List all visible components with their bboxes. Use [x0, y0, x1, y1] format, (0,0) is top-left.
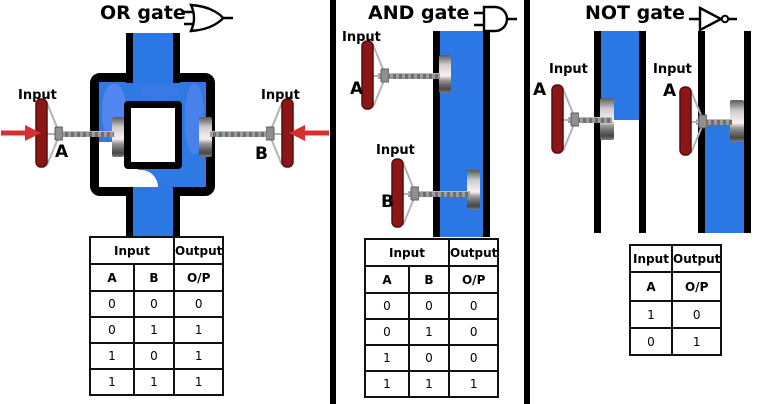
truth-cell: 0: [364, 292, 410, 320]
valve-handle-icon: [266, 98, 294, 168]
truth-cell: 0: [629, 327, 673, 356]
and-piston-a: [439, 55, 451, 93]
truth-cell: 1: [133, 316, 175, 344]
panel-divider: [524, 0, 530, 404]
table-header-output: Output: [670, 244, 723, 273]
and-letter-b: B: [381, 192, 394, 212]
or-gate-title: OR gate: [100, 2, 186, 24]
not-gate-title: NOT gate: [585, 2, 686, 24]
truth-cell: 0: [172, 290, 225, 318]
truth-cell: 1: [670, 327, 723, 356]
col-header-op: O/P: [447, 265, 500, 294]
truth-cell: 0: [447, 292, 500, 320]
and-input-a-label: Input: [342, 30, 381, 45]
air-pocket: [138, 170, 158, 187]
not-right-pipe-wall: [698, 31, 705, 233]
truth-cell: 1: [89, 368, 135, 396]
truth-cell: 0: [89, 316, 135, 344]
col-header-a: A: [629, 271, 673, 302]
not-left-pipe-wall: [594, 31, 601, 233]
valve-handle-icon: [35, 98, 63, 168]
table-header-output: Output: [172, 236, 225, 265]
or-gate-symbol-icon: [184, 3, 233, 33]
truth-cell: 0: [133, 342, 175, 370]
not-right-rod: [696, 119, 732, 125]
flow-arrow-icon: [1, 125, 41, 141]
not-left-pipe-wall: [639, 31, 646, 233]
truth-cell: 1: [172, 316, 225, 344]
col-header-a: A: [89, 263, 135, 292]
or-piston-a: [112, 117, 124, 157]
flow-arrow-icon: [289, 125, 329, 141]
water-highlight: [140, 84, 180, 98]
valve-handle-icon: [361, 40, 389, 110]
or-letter-b: B: [255, 144, 268, 164]
and-gate-symbol-icon: [474, 5, 517, 33]
not-left-input-label: Input: [549, 62, 588, 77]
col-header-op: O/P: [670, 271, 723, 302]
and-pipe-wall: [483, 31, 490, 237]
col-header-b: B: [408, 265, 450, 294]
or-top-pipe-water: [133, 33, 173, 83]
or-rod-a: [56, 131, 114, 137]
not-right-letter-a: A: [663, 81, 677, 101]
not-truth-table: Input Output A O/P 1 0 0 1: [629, 244, 723, 356]
or-input-a-label: Input: [18, 88, 57, 103]
or-input-b-label: Input: [261, 88, 300, 103]
not-left-rod: [568, 117, 612, 123]
not-right-pipe-wall: [744, 31, 751, 233]
col-header-b: B: [133, 263, 175, 292]
panel-divider: [330, 0, 336, 404]
and-letter-a: A: [350, 79, 364, 99]
and-pipe-wall: [433, 31, 440, 237]
truth-cell: 0: [670, 300, 723, 329]
truth-cell: 1: [629, 300, 673, 329]
not-right-piston: [730, 100, 744, 142]
or-bottom-pipe-water: [133, 185, 173, 237]
not-left-letter-a: A: [533, 80, 547, 100]
truth-cell: 0: [408, 344, 450, 372]
truth-cell: 1: [408, 318, 450, 346]
truth-cell: 1: [172, 368, 225, 396]
col-header-op: O/P: [172, 263, 225, 292]
table-header-input: Input: [89, 236, 175, 265]
truth-cell: 0: [89, 290, 135, 318]
truth-cell: 0: [133, 290, 175, 318]
table-header-input: Input: [364, 238, 450, 267]
or-gate-block: [124, 101, 182, 169]
truth-cell: 0: [364, 318, 410, 346]
or-top-pipe-wall: [173, 33, 180, 83]
col-header-a: A: [364, 265, 410, 294]
truth-cell: 0: [447, 318, 500, 346]
truth-cell: 1: [408, 370, 450, 398]
truth-cell: 1: [447, 370, 500, 398]
truth-cell: 1: [89, 342, 135, 370]
truth-cell: 1: [364, 370, 410, 398]
and-rod-b: [408, 191, 470, 197]
valve-handle-icon: [679, 86, 707, 156]
truth-cell: 1: [133, 368, 175, 396]
truth-cell: 0: [447, 344, 500, 372]
or-letter-a: A: [55, 142, 69, 162]
and-piston-b: [467, 170, 480, 210]
or-bottom-pipe-wall: [173, 187, 180, 237]
truth-cell: 1: [364, 344, 410, 372]
table-header-input: Input: [629, 244, 673, 273]
or-piston-b: [199, 117, 212, 157]
and-input-b-label: Input: [376, 143, 415, 158]
or-top-pipe-wall: [126, 33, 133, 83]
truth-cell: 0: [408, 292, 450, 320]
not-gate-symbol-icon: [689, 6, 737, 32]
truth-cell: 1: [172, 342, 225, 370]
valve-handle-icon: [551, 84, 579, 154]
or-rod-b: [210, 131, 272, 137]
valve-handle-icon: [391, 158, 419, 228]
and-gate-title: AND gate: [368, 2, 470, 24]
table-header-output: Output: [447, 238, 500, 267]
and-truth-table: Input Output A B O/P 0 0 0 0 1 0 1 0 0 1…: [364, 238, 500, 398]
and-rod-a: [378, 73, 440, 79]
not-right-input-label: Input: [653, 62, 692, 77]
or-truth-table: Input Output A B O/P 0 0 0 0 1 1 1 0 1 1…: [89, 236, 225, 396]
or-bottom-pipe-wall: [126, 187, 133, 237]
